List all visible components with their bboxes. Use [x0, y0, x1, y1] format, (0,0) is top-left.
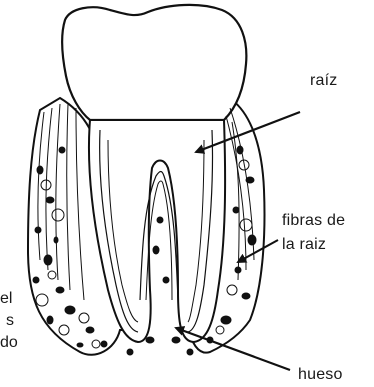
label-raiz: raíz: [310, 72, 337, 90]
label-fibras-line2: la raiz: [282, 236, 326, 254]
label-fibras-line1: fibras de: [282, 212, 345, 230]
tooth-crown: [62, 5, 246, 120]
cut-off-text-line2: s: [6, 310, 14, 332]
cut-off-text-line3: do: [0, 332, 18, 354]
cut-off-text-line1: el: [0, 288, 12, 310]
label-hueso: hueso: [298, 366, 343, 384]
